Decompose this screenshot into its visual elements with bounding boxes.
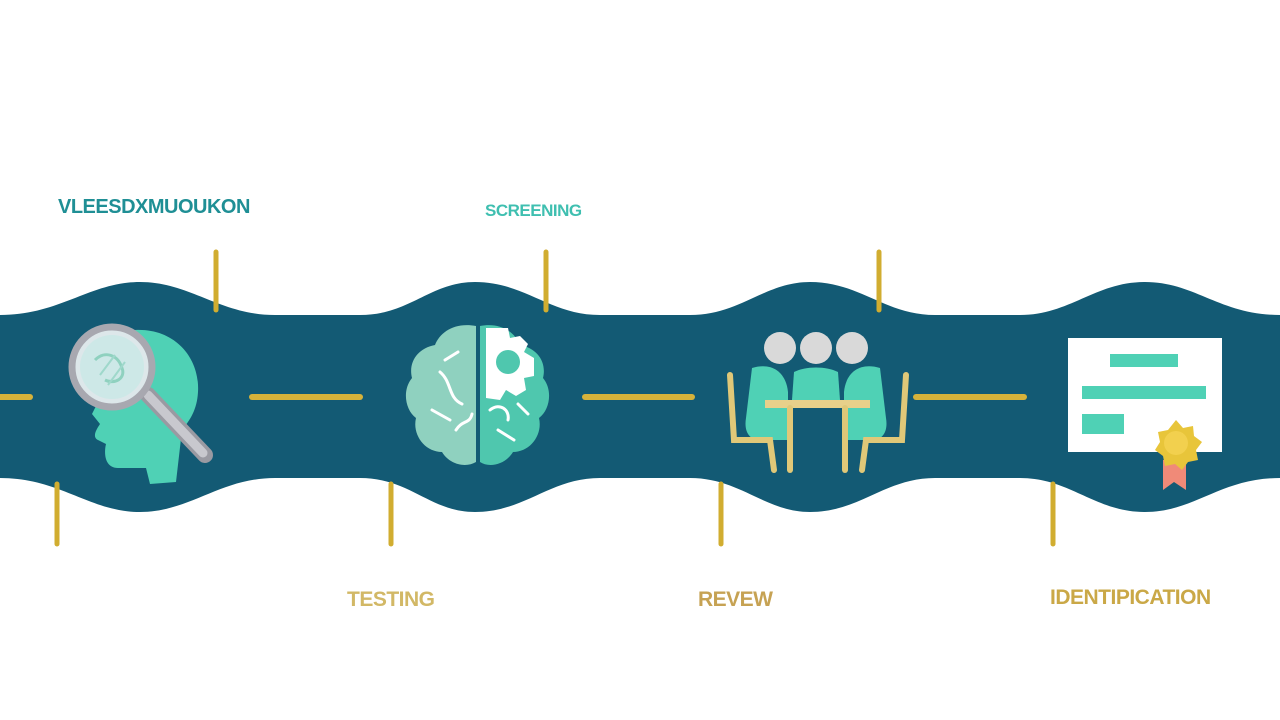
certificate-icon [1068,338,1222,490]
stage-label-2: SCREENING [485,201,582,220]
tick-markers [54,249,1056,547]
stage-label-5: IDENTIPICATION [1050,586,1211,609]
brain-gear-icon [405,325,550,465]
head-magnifier-icon [68,323,213,484]
stage-label-3: TESTING [347,588,435,611]
stage-label-1: VLEESDXMUOUKON [58,196,250,218]
stage-label-4: REVEW [698,588,773,611]
team-table-icon [727,332,909,473]
